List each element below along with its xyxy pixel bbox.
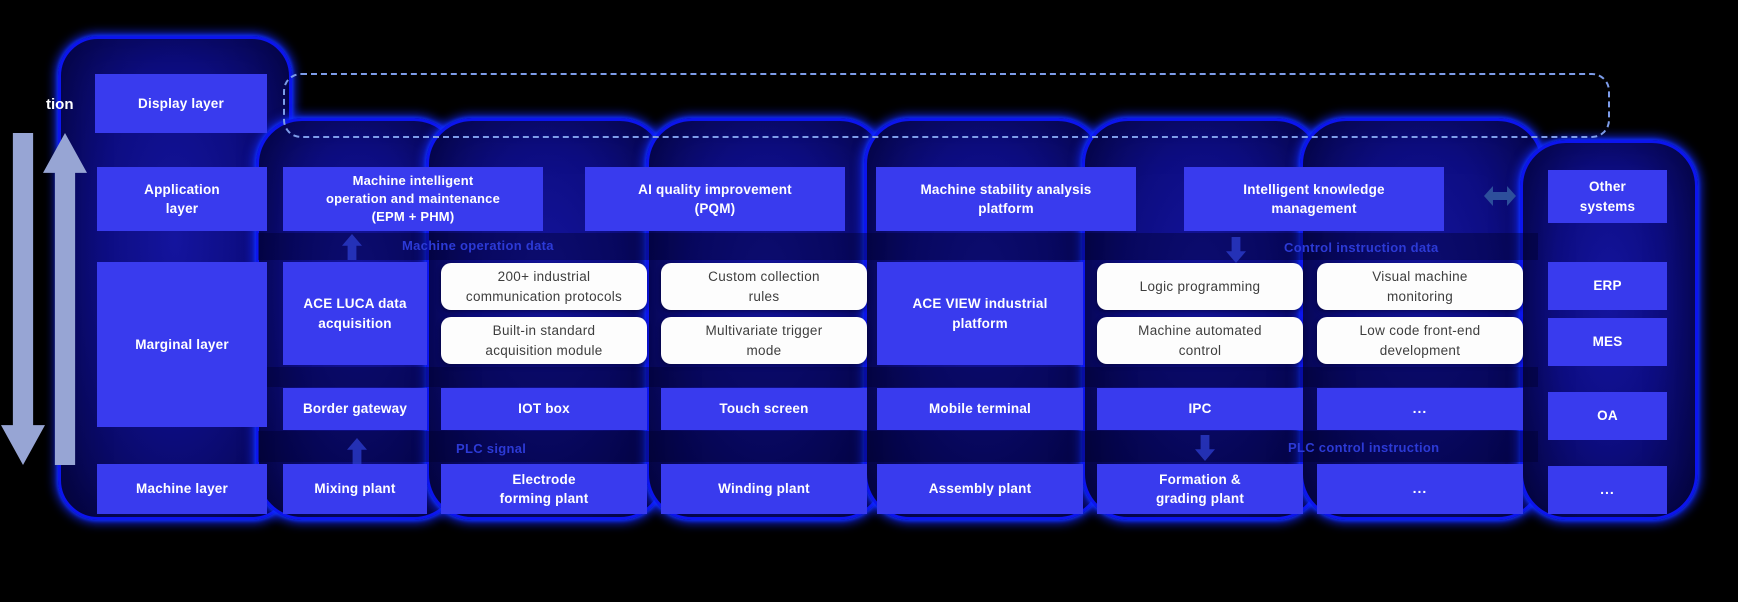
chip-multivariate-trigger-mode: Multivariate trigger mode [661, 317, 867, 364]
other-systems: Other systems [1548, 170, 1667, 223]
chip-custom-collection-rules: Custom collection rules [661, 263, 867, 310]
downward-flow-arrow [1, 133, 45, 465]
plant-mixing: Mixing plant [283, 464, 427, 514]
label-machine-operation-data: Machine operation data [402, 238, 554, 253]
layer-application: Application layer [97, 167, 267, 231]
dashed-boundary-box [283, 73, 1610, 138]
label-control-instruction-data: Control instruction data [1284, 240, 1439, 255]
chip-logic-programming: Logic programming [1097, 263, 1303, 310]
chip-machine-automated-control: Machine automated control [1097, 317, 1303, 364]
ace-luca-data-acquisition: ACE LUCA data acquisition [283, 262, 427, 365]
layer-marginal: Marginal layer [97, 262, 267, 427]
app-knowledge-management: Intelligent knowledge management [1184, 167, 1444, 231]
device-border-gateway: Border gateway [283, 388, 427, 430]
layer-display: Display layer [95, 74, 267, 133]
device-ipc: IPC [1097, 388, 1303, 430]
device-iot-box: IOT box [441, 388, 647, 430]
external-oa: OA [1548, 392, 1667, 440]
clipped-edge-label: tion [46, 96, 74, 113]
app-stability-platform: Machine stability analysis platform [876, 167, 1136, 231]
plant-formation-grading: Formation & grading plant [1097, 464, 1303, 514]
device-mobile-terminal: Mobile terminal [877, 388, 1083, 430]
label-plc-signal: PLC signal [456, 441, 527, 456]
app-epm-phm: Machine intelligent operation and mainte… [283, 167, 543, 231]
ace-view-industrial-platform: ACE VIEW industrial platform [877, 262, 1083, 365]
chip-acquisition-module: Built-in standard acquisition module [441, 317, 647, 364]
chip-low-code-development: Low code front-end development [1317, 317, 1523, 364]
plant-electrode-forming: Electrode forming plant [441, 464, 647, 514]
row-gap-band [258, 431, 1538, 462]
device-touch-screen: Touch screen [661, 388, 867, 430]
external-mes: MES [1548, 318, 1667, 366]
plant-assembly: Assembly plant [877, 464, 1083, 514]
layer-machine: Machine layer [97, 464, 267, 514]
app-pqm: AI quality improvement (PQM) [585, 167, 845, 231]
chip-communication-protocols: 200+ industrial communication protocols [441, 263, 647, 310]
device-more: ... [1317, 388, 1523, 430]
row-gap-band [258, 233, 1538, 260]
chip-visual-machine-monitoring: Visual machine monitoring [1317, 263, 1523, 310]
row-gap-band [258, 367, 1538, 387]
bidirectional-arrow-icon [1484, 186, 1516, 206]
external-more: ... [1548, 466, 1667, 514]
plant-winding: Winding plant [661, 464, 867, 514]
external-erp: ERP [1548, 262, 1667, 310]
plant-more: ... [1317, 464, 1523, 514]
label-plc-control-instruction: PLC control instruction [1288, 440, 1440, 455]
